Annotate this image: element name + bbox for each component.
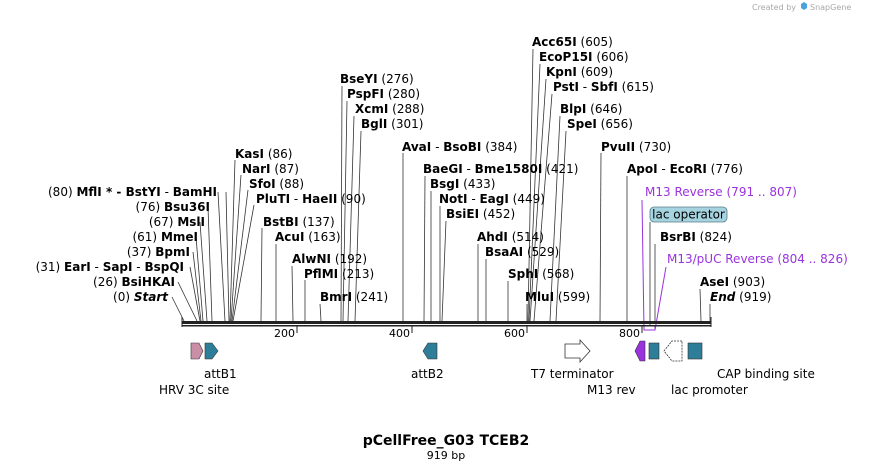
site-kpni[interactable]: KpnI (609): [546, 65, 613, 79]
feature-track: [190, 338, 703, 364]
leader-lines: [171, 48, 711, 322]
feature-label-hrv: HRV 3C site: [159, 383, 229, 397]
site-bpmi[interactable]: (37) BpmI: [127, 245, 190, 259]
tick-label: 200: [274, 327, 295, 340]
site-avai[interactable]: AvaI - BsoBI (384): [402, 140, 517, 154]
site-alwni[interactable]: AlwNI (192): [292, 252, 367, 266]
enzyme-labels-left: (0) Start (26) BsiHKAI (31) EarI - SapI …: [36, 185, 217, 304]
tick-label: 600: [504, 327, 525, 340]
lac-operator-label: lac operator: [652, 208, 725, 222]
t7-terminator-arrow[interactable]: [564, 338, 591, 364]
site-apoi[interactable]: ApoI - EcoRI (776): [627, 162, 743, 176]
site-acc65i[interactable]: Acc65I (605): [532, 35, 613, 49]
site-psti[interactable]: PstI - SbfI (615): [553, 80, 654, 94]
map-length: 919 bp: [427, 449, 465, 462]
site-noti[interactable]: NotI - EagI (449): [439, 192, 545, 206]
feature-label-attb2: attB2: [411, 367, 444, 381]
site-bsu36i[interactable]: (76) Bsu36I: [136, 200, 210, 214]
feature-label-t7: T7 terminator: [530, 367, 614, 381]
hrv-3c-site-arrow[interactable]: [190, 342, 204, 360]
credit-prefix: Created by: [752, 3, 796, 12]
site-start[interactable]: (0) Start: [113, 290, 169, 304]
site-mlui[interactable]: MluI (599): [525, 290, 590, 304]
site-sphi[interactable]: SphI (568): [508, 267, 574, 281]
sequence-backbone: [181, 317, 712, 327]
site-blpi[interactable]: BlpI (646): [560, 102, 622, 116]
feature-label-cap: CAP binding site: [717, 367, 815, 381]
primer-m13-reverse[interactable]: M13 Reverse (791 .. 807): [645, 185, 797, 199]
snapgene-logo-icon: [801, 2, 807, 10]
credit-brand: SnapGene: [810, 3, 851, 12]
site-msli[interactable]: (67) MslI: [149, 215, 205, 229]
site-kasi[interactable]: KasI (86): [235, 147, 292, 161]
enzyme-labels: KasI (86) NarI (87) SfoI (88) PluTI - Ha…: [235, 35, 771, 304]
feature-label-lac-promoter: lac promoter: [671, 383, 748, 397]
tick-label: 800: [619, 327, 640, 340]
ruler: 200 400 600 800: [274, 326, 643, 340]
tick-label: 400: [389, 327, 410, 340]
m13-reverse-leader: [641, 199, 645, 331]
feature-label-m13rev: M13 rev: [587, 383, 636, 397]
site-sfoi[interactable]: SfoI (88): [249, 177, 304, 191]
site-baegi[interactable]: BaeGI - Bme1580I (421): [423, 162, 578, 176]
feature-labels: attB1 HRV 3C site attB2 T7 terminator M1…: [159, 367, 815, 397]
primer-bracket: [643, 326, 656, 331]
map-title: pCellFree_G03 TCEB2: [363, 433, 530, 449]
m13-rev-arrow[interactable]: [634, 340, 646, 362]
attb1-arrow[interactable]: [204, 342, 219, 360]
primer-labels: M13 Reverse (791 .. 807) M13/pUC Reverse…: [645, 185, 848, 266]
lac-operator-feature[interactable]: [648, 342, 660, 360]
cap-binding-site-feature[interactable]: [687, 342, 703, 360]
site-bmri[interactable]: BmrI (241): [320, 290, 388, 304]
lac-operator-box[interactable]: lac operator: [649, 206, 728, 223]
site-mmei[interactable]: (61) MmeI: [132, 230, 198, 244]
site-bsihkai[interactable]: (26) BsiHKAI: [93, 275, 175, 289]
site-pspfi[interactable]: PspFI (280): [347, 87, 420, 101]
site-asei[interactable]: AseI (903): [700, 275, 765, 289]
site-bsrbi[interactable]: BsrBI (824): [660, 230, 732, 244]
site-ecop15i[interactable]: EcoP15I (606): [539, 50, 629, 64]
attb2-arrow[interactable]: [422, 342, 438, 360]
site-bstbi[interactable]: BstBI (137): [263, 215, 335, 229]
site-nari[interactable]: NarI (87): [242, 162, 299, 176]
site-bgli[interactable]: BglI (301): [361, 117, 423, 131]
site-acui[interactable]: AcuI (163): [275, 230, 341, 244]
site-spei[interactable]: SpeI (656): [567, 117, 633, 131]
site-bsiei[interactable]: BsiEI (452): [446, 207, 515, 221]
site-ahdi[interactable]: AhdI (514): [477, 230, 544, 244]
site-pluti[interactable]: PluTI - HaeII (90): [256, 192, 366, 206]
site-bseyi[interactable]: BseYI (276): [340, 72, 414, 86]
feature-label-attb1: attB1: [204, 367, 237, 381]
snapgene-credit: Created by SnapGene: [752, 2, 851, 12]
site-bsaai[interactable]: BsaAI (529): [485, 245, 559, 259]
site-bsgi[interactable]: BsgI (433): [430, 177, 495, 191]
primer-m13-puc-reverse[interactable]: M13/pUC Reverse (804 .. 826): [667, 252, 848, 266]
site-eari[interactable]: (31) EarI - SapI - BspQI: [36, 260, 184, 274]
site-pvuii[interactable]: PvuII (730): [601, 140, 671, 154]
site-pflmi[interactable]: PflMI (213): [304, 267, 374, 281]
site-mfli[interactable]: (80) MflI * - BstYI - BamHI: [48, 185, 217, 199]
m13-puc-leader: [654, 266, 667, 331]
site-end[interactable]: End (919): [710, 290, 771, 304]
site-xcmi[interactable]: XcmI (288): [355, 102, 424, 116]
lac-promoter-arrow[interactable]: [663, 340, 683, 362]
